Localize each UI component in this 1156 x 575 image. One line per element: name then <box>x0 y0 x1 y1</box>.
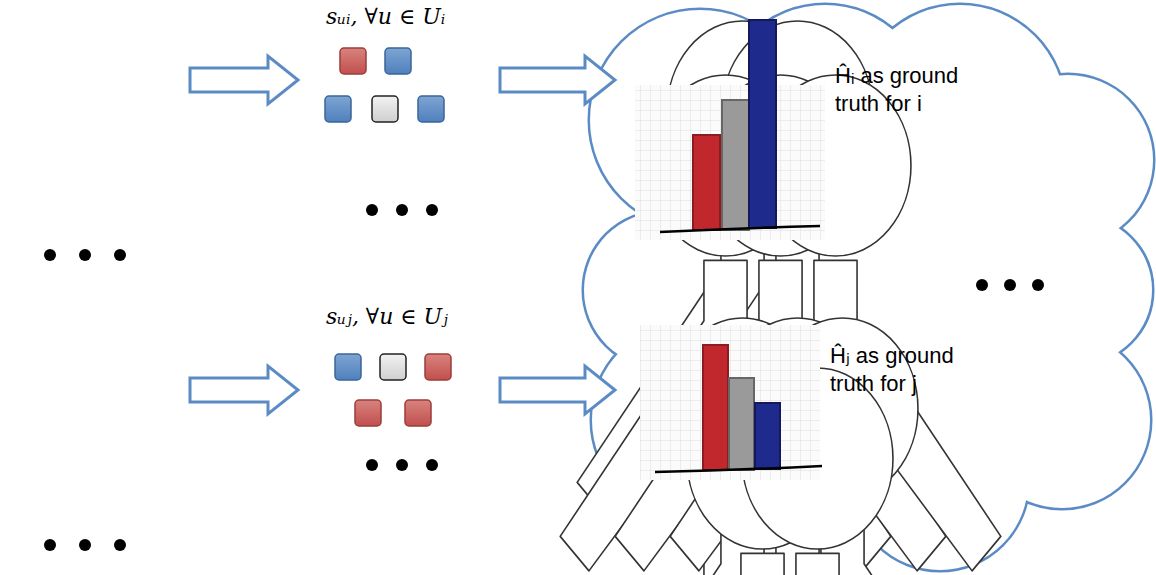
block-arrow <box>500 366 615 414</box>
score-label: sᵤⱼ, ∀u ∈ Uⱼ <box>326 304 448 329</box>
histogram-panel: Ĥⱼ as ground truth for j <box>615 330 1015 480</box>
people-group <box>577 318 1008 575</box>
ground-truth-label: Ĥᵢ as ground truth for i <box>835 62 985 117</box>
score-squares <box>335 354 451 426</box>
score-squares <box>325 48 444 122</box>
score-label: sᵤᵢ, ∀u ∈ Uᵢ <box>326 4 445 29</box>
histogram <box>635 20 825 240</box>
histogram-panel: Ĥᵢ as ground truth for i <box>615 20 1015 245</box>
score-group: sᵤᵢ, ∀u ∈ Uᵢ <box>318 0 500 135</box>
ellipsis-dots <box>44 204 1044 551</box>
ground-truth-label: Ĥⱼ as ground truth for j <box>830 342 980 397</box>
score-group: sᵤⱼ, ∀u ∈ Uⱼ <box>318 300 500 440</box>
histogram <box>640 325 822 480</box>
block-arrow <box>190 56 298 414</box>
block-arrow <box>500 56 615 104</box>
